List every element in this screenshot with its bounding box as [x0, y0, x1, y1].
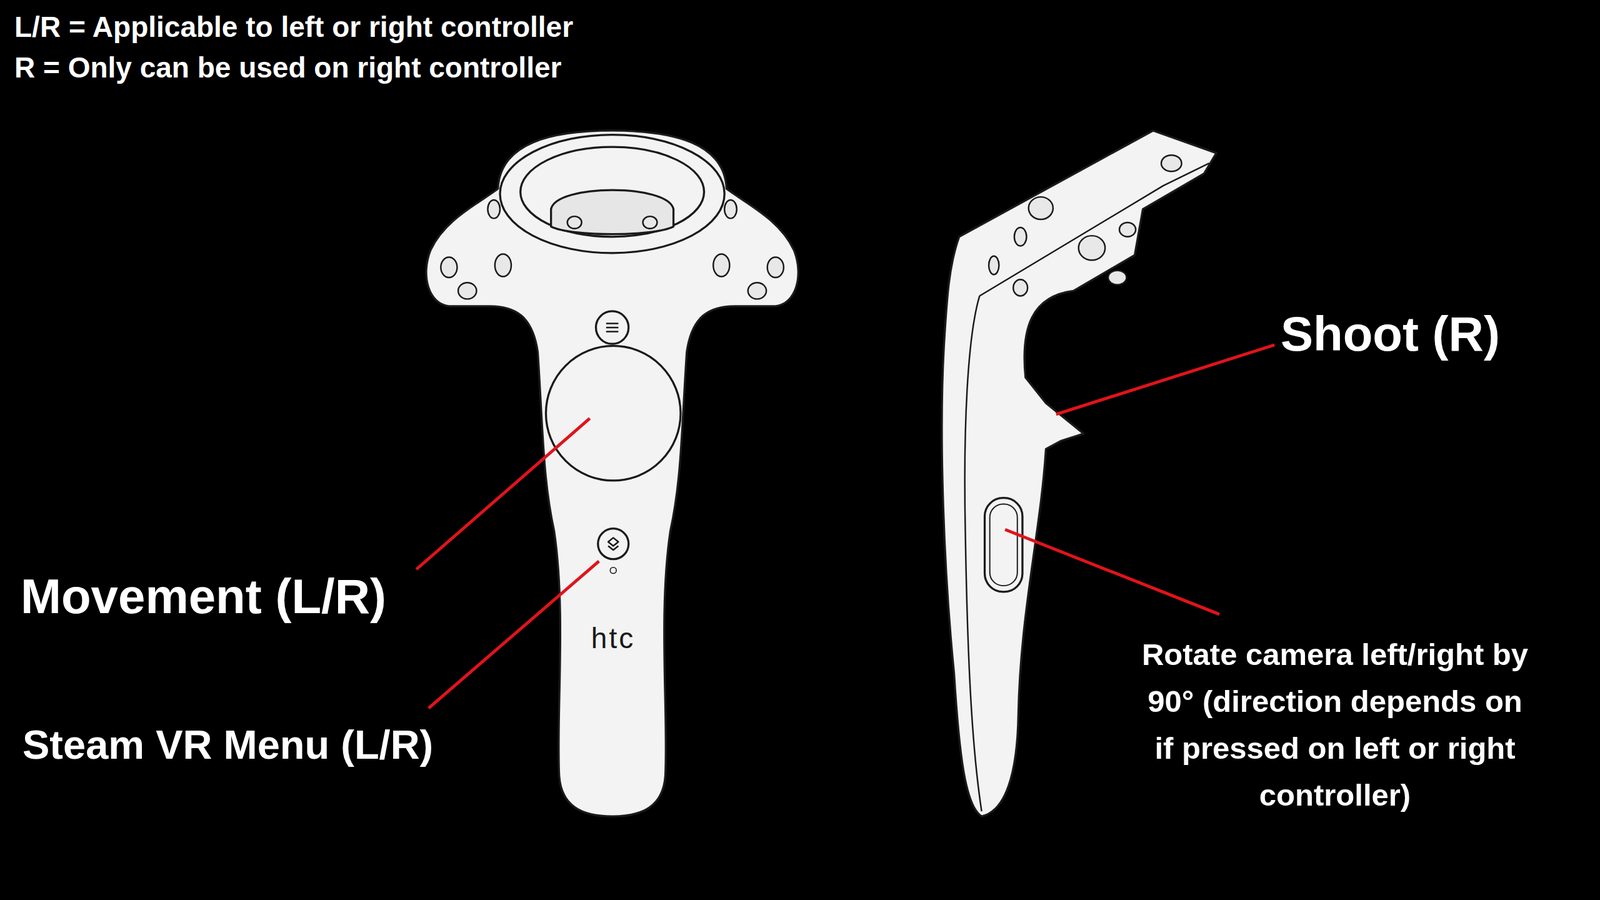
callout-label: Steam VR Menu (L/R) — [22, 724, 434, 765]
tracking-ring-inner — [520, 146, 705, 237]
legend-note: L/R = Applicable to left or right contro… — [14, 12, 574, 42]
steam-icon — [608, 537, 619, 550]
leader-line — [416, 418, 590, 570]
head-edge — [979, 163, 1209, 296]
system-button — [598, 528, 629, 560]
menu-icon — [606, 323, 619, 332]
brand-logo: htc — [591, 623, 635, 653]
tracking-ring — [500, 135, 725, 254]
legend-note: R = Only can be used on right controller — [14, 53, 562, 82]
controller-body — [426, 130, 799, 817]
trackpad — [545, 345, 681, 481]
status-led — [610, 567, 617, 574]
leader-line — [1056, 345, 1275, 415]
menu-button — [595, 311, 629, 344]
leader-line — [428, 561, 600, 709]
callout-label: Shoot (R) — [1280, 309, 1500, 359]
grip-button — [985, 498, 1023, 592]
ring-cavity — [551, 190, 674, 235]
callout-label: Movement (L/R) — [20, 571, 387, 621]
grip-button-inner — [990, 504, 1018, 587]
sensor-dimples — [440, 200, 784, 299]
callout-note: Rotate camera left/right by 90° (directi… — [1135, 631, 1535, 819]
side-edge — [965, 295, 982, 811]
leader-line — [1005, 529, 1220, 615]
side-sensor-dimples — [988, 155, 1182, 296]
